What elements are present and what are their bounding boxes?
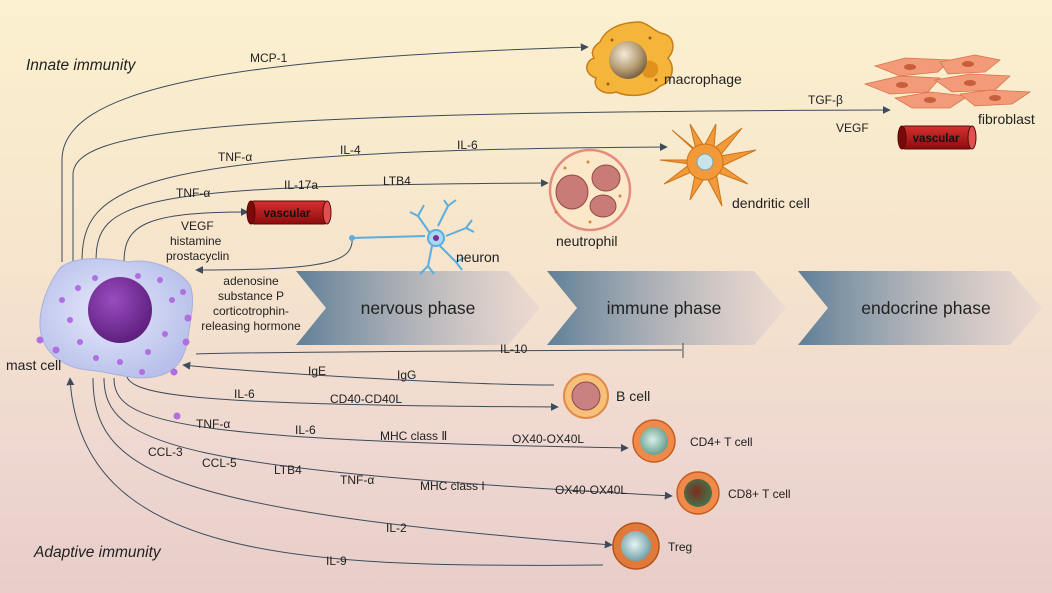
mast-cell-granules xyxy=(36,273,192,420)
dendritic-cell-nucleus xyxy=(696,153,714,171)
label-igg: IgG xyxy=(397,368,416,382)
macrophage-nucleus xyxy=(609,41,647,79)
cd8-t-cell: CD8+ T cell xyxy=(676,471,791,515)
cd4-t-cell: CD4+ T cell xyxy=(632,419,753,463)
b-cell-nucleus xyxy=(571,381,601,411)
connector-arrows xyxy=(61,43,891,566)
cd4-t-cell-label: CD4+ T cell xyxy=(690,435,753,449)
label-ltb4-1: LTB4 xyxy=(383,174,411,188)
arrow-cd4 xyxy=(113,377,629,452)
label-il6-1: IL-6 xyxy=(457,138,478,152)
arrow-tgfb xyxy=(72,106,891,262)
label-tnfa-4: TNF-α xyxy=(340,473,374,487)
label-mcp1: MCP-1 xyxy=(250,51,288,65)
endocrine-phase-label: endocrine phase xyxy=(861,298,990,318)
label-mhc1: MHC class I xyxy=(420,479,485,493)
mediator-labels: MCP-1 TGF-β VEGF TNF-α IL-4 IL-6 TNF-α I… xyxy=(148,51,869,568)
arrow-vascular xyxy=(123,208,249,263)
label-tnfa-1: TNF-α xyxy=(218,150,252,164)
label-ccl3: CCL-3 xyxy=(148,445,183,459)
arrow-bcell xyxy=(125,371,559,411)
label-ox40-2: OX40-OX40L xyxy=(555,483,627,497)
endocrine-phase-arrow xyxy=(798,271,1042,345)
treg-label: Treg xyxy=(668,540,692,554)
treg-cell: Treg xyxy=(612,522,692,570)
label-ige: IgE xyxy=(308,364,326,378)
dendritic-cell-label: dendritic cell xyxy=(732,195,810,211)
label-il2: IL-2 xyxy=(386,521,407,535)
label-adenosine: adenosine xyxy=(223,274,279,288)
label-vegf: VEGF xyxy=(181,219,214,233)
fibroblast-cells xyxy=(863,54,1032,109)
vascular-label-small: vascular xyxy=(264,208,311,220)
label-tnfa-2: TNF-α xyxy=(176,186,210,200)
fibroblast: fibroblast xyxy=(863,54,1035,127)
nervous-phase-label: nervous phase xyxy=(361,298,476,318)
label-vegf-top: VEGF xyxy=(836,121,869,135)
label-il4: IL-4 xyxy=(340,143,361,157)
neutrophil: neutrophil xyxy=(548,148,632,249)
adaptive-immunity-title: Adaptive immunity xyxy=(33,544,162,561)
label-tnfa-3: TNF-α xyxy=(196,417,230,431)
label-histamine: histamine xyxy=(170,234,222,248)
label-ltb4-2: LTB4 xyxy=(274,463,302,477)
b-cell: B cell xyxy=(563,373,650,419)
label-mhc2: MHC class Ⅱ xyxy=(380,429,447,443)
label-prostacyclin: prostacyclin xyxy=(166,249,229,263)
vascular-tube-large: vascular xyxy=(897,125,977,150)
dendritic-cell: dendritic cell xyxy=(659,123,810,211)
label-cd40: CD40-CD40L xyxy=(330,392,402,406)
neuron-label: neuron xyxy=(456,249,500,265)
arrow-neuron xyxy=(195,235,353,274)
arrow-mcp1 xyxy=(61,43,589,262)
mast-cell: mast cell xyxy=(6,258,194,420)
label-ccl5: CCL-5 xyxy=(202,456,237,470)
b-cell-label: B cell xyxy=(616,388,650,404)
arrow-dendritic xyxy=(81,143,668,263)
immune-phase-label: immune phase xyxy=(607,298,722,318)
arrow-il9 xyxy=(66,377,604,566)
label-il6-3: IL-6 xyxy=(295,423,316,437)
arrow-treg xyxy=(92,377,613,549)
label-il6-2: IL-6 xyxy=(234,387,255,401)
macrophage-label: macrophage xyxy=(664,71,742,87)
neuron xyxy=(349,199,475,275)
cd8-t-cell-nucleus xyxy=(684,479,712,507)
cd8-t-cell-label: CD8+ T cell xyxy=(728,487,791,501)
innate-immunity-title: Innate immunity xyxy=(26,57,137,74)
label-ox40-1: OX40-OX40L xyxy=(512,432,584,446)
nervous-phase-arrow xyxy=(296,271,540,345)
neutrophil-nucleus xyxy=(555,164,621,218)
label-crh-2: releasing hormone xyxy=(201,319,301,333)
neutrophil-label: neutrophil xyxy=(556,233,618,249)
label-tgfb: TGF-β xyxy=(808,93,843,107)
mast-cell-label: mast cell xyxy=(6,357,61,373)
arrow-cd8 xyxy=(103,377,673,500)
vascular-label-large: vascular xyxy=(913,133,960,145)
fibroblast-label: fibroblast xyxy=(978,111,1035,127)
label-substance-p: substance P xyxy=(218,289,284,303)
label-il17a: IL-17a xyxy=(284,178,318,192)
label-il9: IL-9 xyxy=(326,554,347,568)
phase-arrows: nervous phase immune phase endocrine pha… xyxy=(296,271,1042,345)
mast-cell-nucleus xyxy=(88,277,152,343)
arrow-ige-igg xyxy=(182,361,555,386)
vascular-tube-small: vascular xyxy=(246,200,332,225)
arrow-il10 xyxy=(195,349,683,355)
immune-phase-arrow xyxy=(547,271,786,345)
label-il10: IL-10 xyxy=(500,342,528,356)
cd4-t-cell-nucleus xyxy=(640,427,668,455)
macrophage: macrophage xyxy=(586,21,742,97)
label-crh-1: corticotrophin- xyxy=(213,304,289,318)
arrow-neutrophil xyxy=(95,179,549,263)
treg-cell-nucleus xyxy=(621,531,651,561)
